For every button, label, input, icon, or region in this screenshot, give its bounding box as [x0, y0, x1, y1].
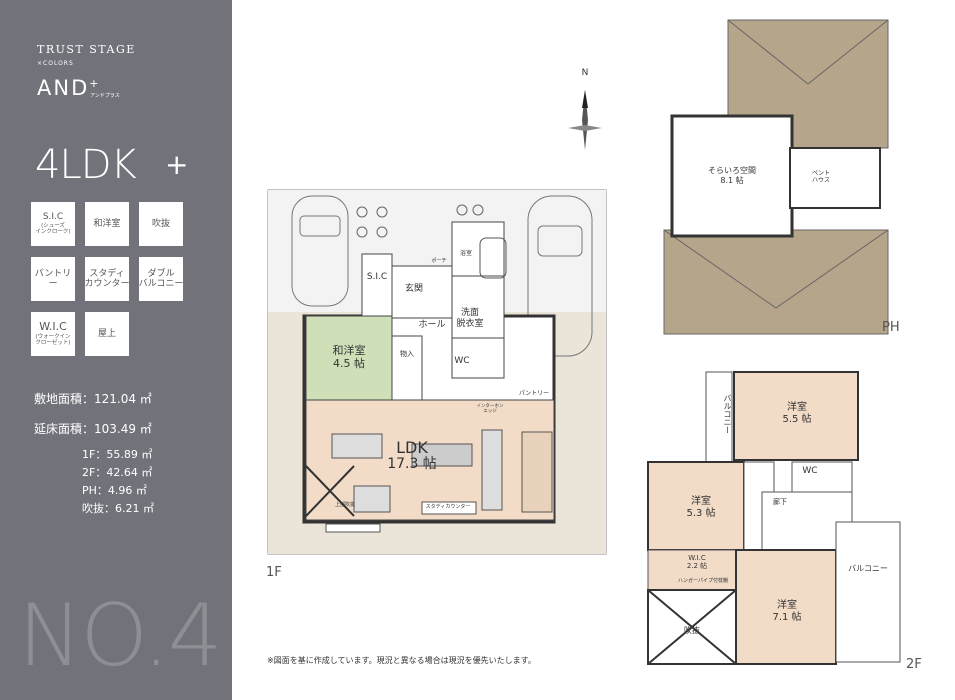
tag-fukinuke: 吹抜: [139, 202, 183, 246]
plan-plus: +: [165, 148, 189, 181]
tag-wic: W.I.C(ウォークイン クローゼット): [31, 312, 75, 356]
room-monoire: 物入: [400, 350, 414, 358]
site-area: 敷地面積：121.04 ㎡: [34, 392, 152, 406]
area-void: 吹抜：6.21 ㎡: [82, 502, 154, 515]
room-interphone: インターホン エッジ: [476, 404, 504, 415]
tag-washitsu: 和洋室: [85, 202, 129, 246]
room-yokushitsu: 浴室: [459, 250, 472, 257]
room-study: スタディカウンター: [425, 504, 471, 510]
sidebar: TRUST STAGE ×COLORS AND+ アンドプラス 4LDK + S…: [0, 0, 232, 700]
tag-sic: S.I.C(シューズ インクローク): [31, 202, 75, 246]
room-balcony-2f-upper: バルコニー: [723, 394, 732, 434]
floor-plan-ph: そらいろ空間 8.1 帖 ペント ハウス: [660, 18, 892, 336]
area-1f: 1F：55.89 ㎡: [82, 448, 153, 461]
brand-and: AND+: [37, 76, 101, 100]
floor-label-2f: 2F: [906, 657, 922, 672]
area-ph: PH：4.96 ㎡: [82, 484, 147, 497]
brand-name: TRUST STAGE: [37, 43, 136, 56]
brand-sub: ×COLORS: [37, 60, 74, 67]
tag-pantry: パントリー: [31, 257, 75, 301]
room-yoshitsu-5-5: 洋室 5.5 帖: [782, 402, 812, 425]
floor-area: 延床面積：103.49 ㎡: [34, 422, 152, 436]
room-ldk-size: 17.3 帖: [387, 456, 437, 472]
room-fukinuke-2f: 吹抜: [684, 626, 700, 635]
room-hall: ホール: [418, 320, 446, 330]
room-wic-2f: W.I.C 2.2 帖: [686, 554, 708, 571]
tag-study: スタディ カウンター: [85, 257, 130, 301]
area-2f: 2F：42.64 ㎡: [82, 466, 153, 479]
compass-north: N: [581, 68, 589, 78]
compass-icon: [568, 90, 602, 150]
room-yoshitsu-7-1: 洋室 7.1 帖: [772, 600, 802, 623]
room-genkan: 玄関: [404, 284, 423, 294]
room-hanger: ハンガーパイプ付枕棚: [678, 578, 728, 584]
floor-plan-1f-drawing: [267, 189, 607, 555]
room-senmen: 洗面 脱衣室: [456, 308, 484, 329]
compass: N: [560, 68, 610, 158]
room-penthouse: ペント ハウス: [811, 170, 830, 185]
room-rouka: 廊下: [773, 498, 787, 506]
tag-balcony: ダブル バルコニー: [139, 257, 183, 301]
floor-plan-1f: 和洋室 4.5 帖 LDK 17.3 帖 S.I.C 玄関 ホール 洗面 脱衣室…: [262, 186, 612, 558]
plan-number: NO.4: [18, 586, 223, 686]
room-pantry: パントリー: [518, 390, 550, 397]
room-washitsu: 和洋室 4.5 帖: [332, 344, 366, 371]
room-yoshitsu-5-3: 洋室 5.3 帖: [686, 496, 716, 519]
floor-plan-ph-drawing: [663, 19, 889, 335]
room-porch: ポーチ: [431, 258, 447, 264]
room-balcony-2f-lower: バルコニー: [848, 564, 888, 573]
room-wc-2f: WC: [802, 466, 818, 476]
brand-kana: アンドプラス: [90, 93, 120, 99]
room-sorairo: そらいろ空間 8.1 帖: [708, 166, 756, 185]
floor-label-1f: 1F: [266, 565, 282, 580]
floor-label-ph: PH: [882, 320, 900, 335]
floor-plan-2f: バルコニー 洋室 5.5 帖 WC 洋室 5.3 帖 廊下 W.I.C 2.2 …: [642, 368, 912, 668]
floor-plan-2f-drawing: [647, 371, 901, 665]
room-ldk-name: LDK: [396, 438, 428, 457]
room-sic: S.I.C: [366, 272, 388, 282]
room-wc-1f: WC: [454, 356, 470, 366]
room-fukinuke-1f: 上部吹抜: [334, 502, 355, 508]
plan-name: 4LDK: [35, 142, 137, 188]
disclaimer-note: ※図面を基に作成しています。現況と異なる場合は現況を優先いたします。: [267, 656, 536, 665]
tag-rooftop: 屋上: [85, 312, 129, 356]
